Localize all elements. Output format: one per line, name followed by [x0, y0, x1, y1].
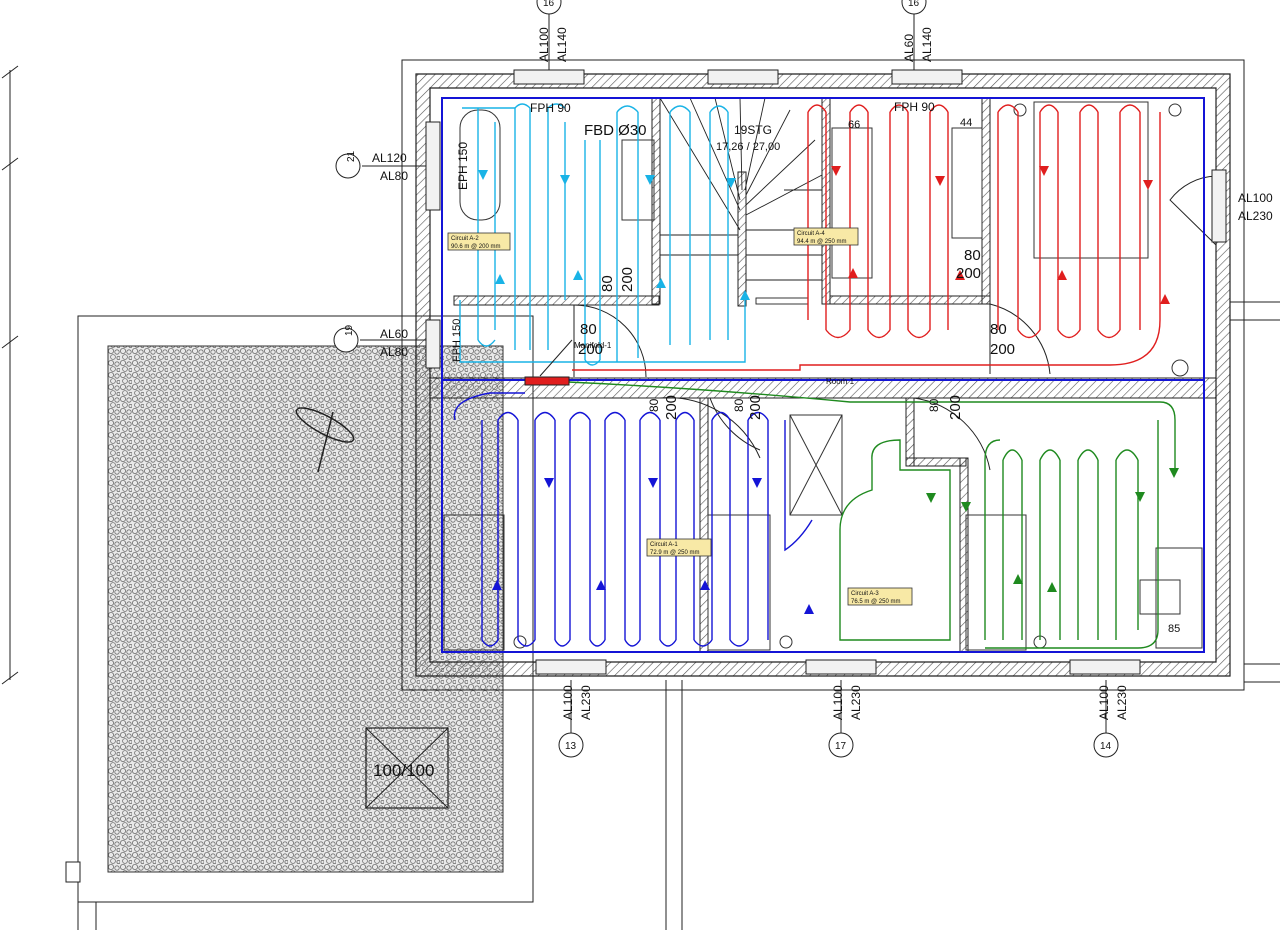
flow-arrows: [478, 166, 1179, 614]
circuit-a1-spec: 72.9 m @ 250 mm: [650, 550, 699, 556]
window-frames: [425, 69, 1227, 675]
window-width-left-lower: AL60: [380, 327, 408, 341]
circuit-tag-a4: Circuit A-4 94.4 m @ 250 mm: [793, 227, 859, 246]
circuit-tag-a1: Circuit A-1 72.9 m @ 250 mm: [646, 538, 712, 557]
window-bubble-left-upper: 21: [346, 150, 357, 162]
fph-side-label: FPH 150: [451, 319, 463, 362]
window-height-bottom-2: AL230: [849, 685, 863, 720]
door-5-width: 80: [927, 398, 941, 412]
window-bubble-left-lower: 19: [344, 324, 355, 336]
dim-85: 85: [1168, 623, 1180, 635]
circuit-tag-a3: Circuit A-3 76.5 m @ 250 mm: [847, 587, 913, 606]
window-height-top-right: AL140: [920, 27, 934, 62]
circuit-a1-name: Circuit A-1: [650, 542, 678, 548]
stair-label: 19STG: [734, 123, 772, 137]
window-bubble-top-right: 16: [908, 0, 920, 9]
circuit-a3-pipe: [567, 381, 1176, 649]
window-height-left-lower: AL80: [380, 345, 408, 359]
room-label: Room 1: [826, 377, 855, 386]
fbd-label: FBD Ø30: [584, 122, 647, 139]
eph-label: EPH 150: [456, 142, 470, 190]
window-width-left-upper: AL120: [372, 151, 407, 165]
window-width-bottom-3: AL100: [1097, 685, 1111, 720]
door-6-height: 200: [956, 265, 981, 282]
door-3-width: 80: [647, 398, 661, 412]
circuit-a1-pipe: [453, 392, 813, 647]
window-height-bottom-3: AL230: [1115, 685, 1129, 720]
door-1-height: 200: [619, 267, 636, 292]
circuit-a3-name: Circuit A-3: [851, 591, 879, 597]
fph-label-right: FPH 90: [894, 100, 935, 114]
manifold-label: Manifold-1: [574, 341, 612, 350]
window-bubble-bottom-2: 17: [835, 741, 847, 752]
dim-66: 66: [848, 119, 860, 131]
window-width-bottom-1: AL100: [561, 685, 575, 720]
window-width-top-left: AL100: [537, 27, 551, 62]
stairs: [659, 97, 823, 305]
window-height-bottom-1: AL230: [579, 685, 593, 720]
fph-label-left: FPH 90: [530, 101, 571, 115]
door-1-width: 80: [599, 275, 616, 292]
window-width-top-right: AL60: [902, 34, 916, 62]
circuit-a4-spec: 94.4 m @ 250 mm: [797, 239, 846, 245]
circuit-a3-spec: 76.5 m @ 250 mm: [851, 599, 900, 605]
window-height-left-upper: AL80: [380, 169, 408, 183]
window-width-bottom-2: AL100: [831, 685, 845, 720]
circuit-a2-name: Circuit A-2: [451, 236, 479, 242]
door-7-width: 80: [990, 321, 1007, 338]
shaft-label: 100/100: [373, 761, 434, 780]
window-bubbles: [333, 0, 1119, 758]
door-7-height: 200: [990, 341, 1015, 358]
window-height-right: AL230: [1238, 209, 1273, 223]
manifold: Manifold-1: [524, 339, 612, 386]
furniture: [443, 101, 1203, 651]
window-height-top-left: AL140: [555, 27, 569, 62]
window-bubble-bottom-3: 14: [1100, 741, 1112, 752]
stair-dim-label: 17,26 / 27,00: [716, 141, 780, 153]
circuit-a2-spec: 90.6 m @ 200 mm: [451, 244, 500, 250]
window-width-right: AL100: [1238, 191, 1273, 205]
door-5-height: 200: [947, 395, 964, 420]
door-3-height: 200: [663, 395, 680, 420]
circuit-a4-name: Circuit A-4: [797, 231, 825, 237]
circuit-a4-pipe: [572, 104, 1161, 371]
window-bubble-top-left: 16: [543, 0, 555, 9]
door-4-width: 80: [732, 398, 746, 412]
door-2-height: 200: [578, 341, 603, 358]
dim-44: 44: [960, 117, 972, 129]
door-6-width: 80: [964, 247, 981, 264]
door-4-height: 200: [747, 395, 764, 420]
circuit-a2-pipe: [459, 103, 746, 366]
circuit-tag-a2: Circuit A-2 90.6 m @ 200 mm: [447, 232, 511, 251]
window-bubble-bottom-1: 13: [565, 741, 577, 752]
door-2-width: 80: [580, 321, 597, 338]
drain-icon: [295, 407, 355, 473]
left-dimension-line: [1, 65, 19, 685]
terrace: 100/100: [65, 315, 683, 930]
